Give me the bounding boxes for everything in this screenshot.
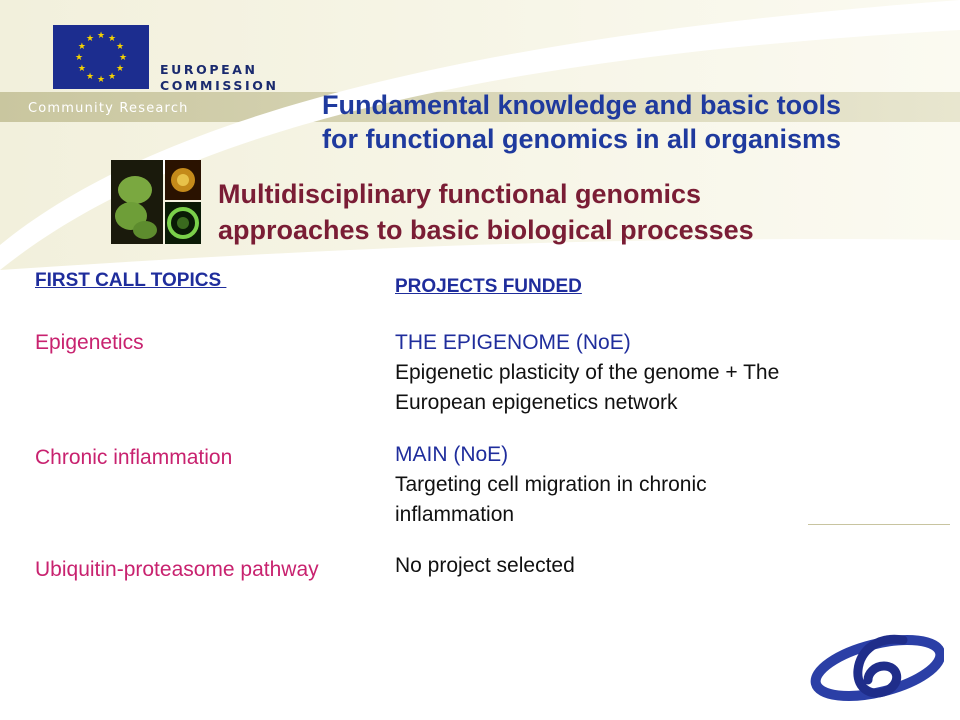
title-line-1: Fundamental knowledge and basic tools xyxy=(322,90,842,120)
project-description: Targeting cell migration in chronic infl… xyxy=(395,473,707,526)
star-icon: ★ xyxy=(78,41,86,51)
project-description: Epigenetic plasticity of the genome + Th… xyxy=(395,361,780,414)
project-item: THE EPIGENOME (NoE) Epigenetic plasticit… xyxy=(395,328,845,418)
divider-line xyxy=(808,524,950,525)
slide-subtitle: Multidisciplinary functional genomics ap… xyxy=(218,176,754,248)
star-icon: ★ xyxy=(86,33,94,43)
topic-chronic-inflammation: Chronic inflammation xyxy=(35,446,233,469)
project-description: No project selected xyxy=(395,554,575,577)
topic-ubiquitin: Ubiquitin-proteasome pathway xyxy=(35,558,319,581)
project-name: MAIN (NoE) xyxy=(395,443,509,466)
topic-epigenetics: Epigenetics xyxy=(35,331,144,354)
star-icon: ★ xyxy=(86,71,94,81)
star-icon: ★ xyxy=(119,52,127,62)
star-icon: ★ xyxy=(78,63,86,73)
star-icon: ★ xyxy=(108,71,116,81)
project-name: THE EPIGENOME (NoE) xyxy=(395,331,631,354)
project-item: No project selected xyxy=(395,551,815,581)
star-icon: ★ xyxy=(97,74,105,84)
projects-heading: PROJECTS FUNDED xyxy=(395,276,582,297)
project-item: MAIN (NoE) Targeting cell migration in c… xyxy=(395,440,815,530)
topics-heading: FIRST CALL TOPICS xyxy=(35,270,227,291)
community-research-label: Community Research xyxy=(28,101,189,116)
star-icon: ★ xyxy=(116,41,124,51)
eu-flag-icon: ★★★★★★★★★★★★ xyxy=(53,25,149,89)
star-icon: ★ xyxy=(108,33,116,43)
subtitle-line-1: Multidisciplinary functional genomics xyxy=(218,179,702,209)
cell-microscopy-image xyxy=(111,160,201,244)
star-icon: ★ xyxy=(116,63,124,73)
slide-title: Fundamental knowledge and basic tools fo… xyxy=(322,88,841,156)
star-icon: ★ xyxy=(75,52,83,62)
title-line-2: for functional genomics in all organisms xyxy=(322,124,842,154)
fp6-logo-icon xyxy=(810,634,944,701)
org-line-2: COMMISSION xyxy=(160,78,279,93)
org-name: EUROPEAN COMMISSION xyxy=(160,62,279,94)
star-icon: ★ xyxy=(97,30,105,40)
subtitle-line-2: approaches to basic biological processes xyxy=(218,215,754,245)
org-line-1: EUROPEAN xyxy=(160,62,258,77)
